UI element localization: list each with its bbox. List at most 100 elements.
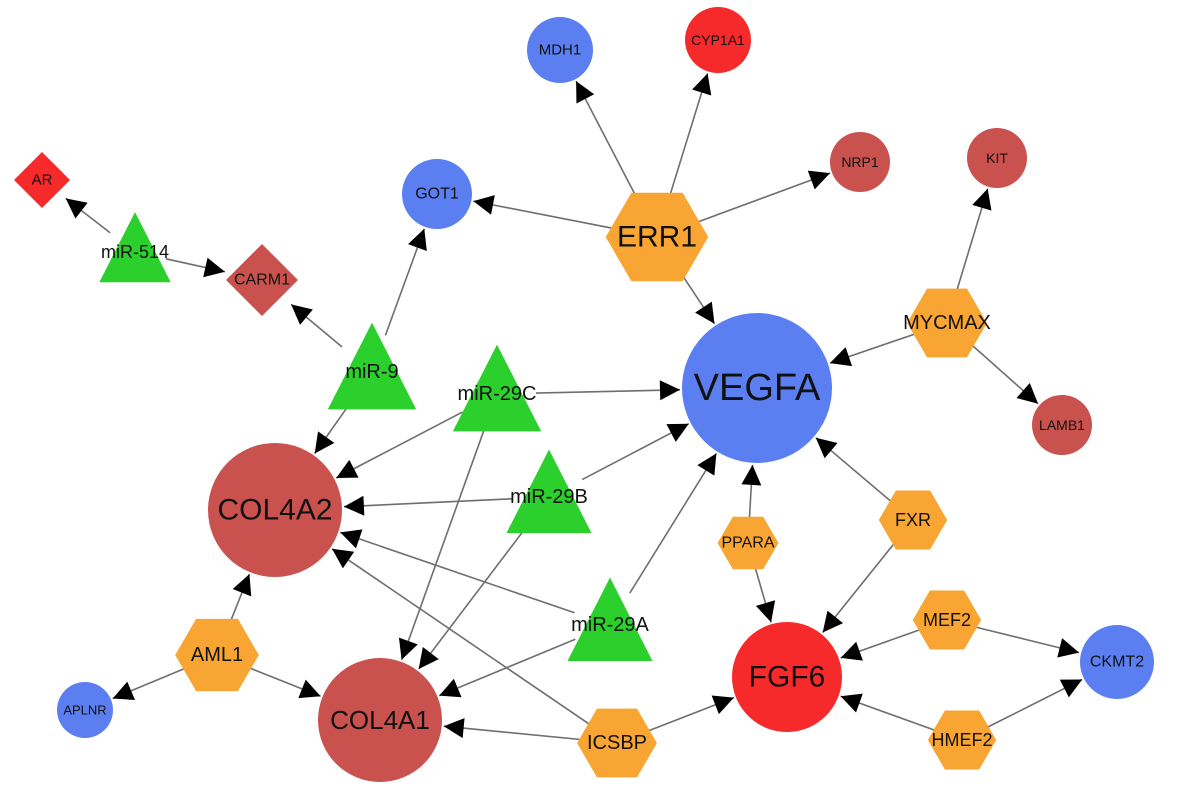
node-got1-circle xyxy=(402,159,472,229)
node-ckmt2[interactable]: CKMT2 xyxy=(1080,625,1154,699)
node-fxr[interactable]: FXR xyxy=(878,490,948,550)
node-col4a2[interactable]: COL4A2 xyxy=(208,443,342,577)
node-mir-29a-triangle xyxy=(567,577,653,661)
node-mir-29c[interactable]: miR-29C xyxy=(452,344,542,432)
node-col4a2-circle xyxy=(208,443,342,577)
node-mef2[interactable]: MEF2 xyxy=(912,590,982,650)
edge-mycmax-to-vegfa xyxy=(829,332,918,367)
edge-err1-to-nrp1 xyxy=(694,170,831,224)
node-col4a1-circle xyxy=(318,658,442,782)
edge-mef2-to-fgf6 xyxy=(840,628,922,661)
node-mir-9[interactable]: miR-9 xyxy=(327,322,417,410)
node-ar[interactable]: AR xyxy=(14,152,70,208)
edge-mir-29b-to-col4a1 xyxy=(418,526,528,670)
node-lamb1[interactable]: LAMB1 xyxy=(1032,395,1092,455)
edge-mir-29c-to-col4a1 xyxy=(398,430,485,661)
edge-mir-29c-to-col4a2 xyxy=(335,411,463,479)
node-ppara-label: PPARA xyxy=(721,535,774,552)
edge-mir-29a-to-vegfa xyxy=(629,452,718,594)
edge-icsbp-to-col4a2 xyxy=(331,548,592,726)
node-fgf6-circle xyxy=(732,622,842,732)
node-vegfa-label: VEGFA xyxy=(694,367,821,409)
node-carm1-label: CARM1 xyxy=(234,272,290,289)
node-aml1-hexagon xyxy=(175,618,259,692)
edge-mir-514-to-carm1 xyxy=(165,257,226,278)
node-aplnr-circle xyxy=(57,682,113,738)
node-mir-29a[interactable]: miR-29A xyxy=(567,577,653,662)
node-aml1[interactable]: AML1 xyxy=(175,618,259,692)
edge-mir-9-to-col4a2 xyxy=(314,403,351,454)
node-hmef2[interactable]: HMEF2 xyxy=(927,710,997,770)
node-aplnr[interactable]: APLNR xyxy=(57,682,113,738)
node-mir-514[interactable]: miR-514 xyxy=(99,212,171,283)
node-kit[interactable]: KIT xyxy=(967,128,1027,188)
node-mdh1[interactable]: MDH1 xyxy=(527,17,593,83)
edge-mir-9-to-carm1 xyxy=(290,303,343,348)
edges-layer xyxy=(65,73,1083,741)
node-mir-29a-label: miR-29A xyxy=(571,614,649,636)
edge-icsbp-to-col4a1 xyxy=(443,718,586,741)
node-hmef2-label: HMEF2 xyxy=(931,730,992,750)
node-icsbp-hexagon xyxy=(577,708,657,778)
edge-mef2-to-ckmt2 xyxy=(973,625,1080,658)
node-mdh1-circle xyxy=(527,17,593,83)
node-fgf6[interactable]: FGF6 xyxy=(732,622,842,732)
node-mdh1-label: MDH1 xyxy=(539,42,582,59)
edge-aml1-to-col4a1 xyxy=(247,666,321,699)
node-mef2-label: MEF2 xyxy=(923,610,971,630)
node-nrp1-label: NRP1 xyxy=(841,154,879,170)
node-carm1-diamond xyxy=(226,244,298,316)
node-mir-29c-triangle xyxy=(452,344,542,432)
node-ppara-hexagon xyxy=(717,516,779,570)
node-col4a2-label: COL4A2 xyxy=(217,494,332,527)
node-icsbp[interactable]: ICSBP xyxy=(577,708,657,778)
node-lamb1-circle xyxy=(1032,395,1092,455)
node-err1[interactable]: ERR1 xyxy=(605,192,709,282)
node-col4a1[interactable]: COL4A1 xyxy=(318,658,442,782)
node-ckmt2-label: CKMT2 xyxy=(1090,654,1144,671)
edge-hmef2-to-ckmt2 xyxy=(985,678,1083,729)
node-fxr-hexagon xyxy=(878,490,948,550)
node-kit-circle xyxy=(967,128,1027,188)
edge-icsbp-to-fgf6 xyxy=(646,695,735,733)
node-mycmax[interactable]: MYCMAX xyxy=(903,288,991,358)
node-fxr-label: FXR xyxy=(895,510,931,530)
edge-err1-to-got1 xyxy=(473,195,618,230)
node-carm1[interactable]: CARM1 xyxy=(226,244,298,316)
edge-mycmax-to-kit xyxy=(955,188,992,294)
node-ckmt2-circle xyxy=(1080,625,1154,699)
edge-fxr-to-vegfa xyxy=(815,437,893,504)
node-err1-hexagon xyxy=(605,192,709,282)
node-aml1-label: AML1 xyxy=(191,644,243,666)
node-mir-29b-triangle xyxy=(506,449,592,533)
node-mycmax-label: MYCMAX xyxy=(903,312,991,334)
edge-ppara-to-vegfa xyxy=(741,464,762,520)
node-ppara[interactable]: PPARA xyxy=(717,516,779,570)
node-mir-29b[interactable]: miR-29B xyxy=(506,449,592,534)
node-mir-29b-label: miR-29B xyxy=(510,486,588,508)
edge-mir-29a-to-col4a2 xyxy=(340,529,575,614)
node-vegfa-circle xyxy=(682,313,832,463)
node-nrp1[interactable]: NRP1 xyxy=(830,132,890,192)
node-hmef2-hexagon xyxy=(927,710,997,770)
node-mycmax-hexagon xyxy=(907,288,987,358)
edge-mir-29c-to-vegfa xyxy=(535,380,681,401)
edge-mir-29b-to-col4a2 xyxy=(343,495,512,516)
node-mir-514-triangle xyxy=(99,212,171,283)
node-got1[interactable]: GOT1 xyxy=(402,159,472,229)
node-mir-9-label: miR-9 xyxy=(345,361,398,383)
edge-ppara-to-fgf6 xyxy=(753,565,776,623)
edge-aml1-to-aplnr xyxy=(112,666,187,701)
node-vegfa[interactable]: VEGFA xyxy=(682,313,832,463)
node-cyp1a1-circle xyxy=(685,7,751,73)
node-col4a1-label: COL4A1 xyxy=(330,705,430,735)
edge-aml1-to-col4a2 xyxy=(228,573,252,625)
node-mir-9-triangle xyxy=(327,322,417,410)
edge-err1-to-vegfa xyxy=(678,270,716,325)
node-icsbp-label: ICSBP xyxy=(587,732,647,754)
edge-hmef2-to-fgf6 xyxy=(840,693,937,732)
node-mir-29c-label: miR-29C xyxy=(458,383,537,405)
node-cyp1a1[interactable]: CYP1A1 xyxy=(685,7,751,73)
